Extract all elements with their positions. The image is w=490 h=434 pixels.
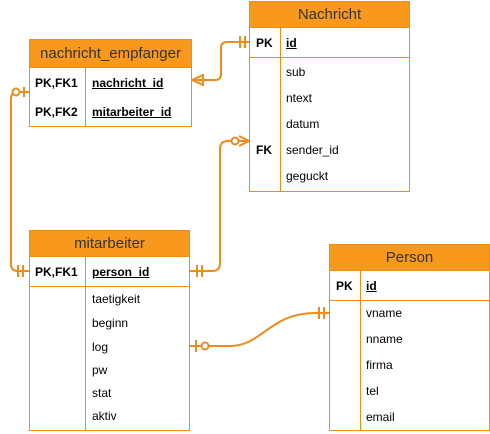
- key-label: FK: [256, 143, 272, 157]
- field-pw: pw: [92, 363, 108, 377]
- entity-title: mitarbeiter: [30, 231, 189, 257]
- entity-title: Person: [330, 245, 489, 271]
- key-label: PK: [256, 36, 273, 50]
- field-datum: datum: [286, 117, 320, 131]
- key-label: PK,FK1: [35, 76, 78, 90]
- field-ntext: ntext: [286, 91, 313, 105]
- field-person-id: person_id: [92, 265, 150, 279]
- field-email: email: [366, 410, 395, 424]
- field-sub: sub: [286, 65, 306, 79]
- key-label: PK: [336, 279, 353, 293]
- relationship-empfanger-mitarbeiter[interactable]: [10, 87, 29, 277]
- relationship-empfanger-nachricht[interactable]: [191, 36, 249, 86]
- field-tel: tel: [366, 384, 379, 398]
- entity-title: nachricht_empfanger: [30, 40, 191, 68]
- field-id: id: [366, 279, 377, 293]
- field-id: id: [286, 36, 297, 50]
- field-nname: nname: [366, 332, 403, 346]
- field-taetigkeit: taetigkeit: [92, 292, 141, 306]
- field-mitarbeiter-id: mitarbeiter_id: [92, 105, 172, 119]
- field-firma: firma: [366, 358, 393, 372]
- entity-nachricht[interactable]: Nachricht PK id sub ntext datum FK sende…: [249, 1, 410, 192]
- field-nachricht-id: nachricht_id: [92, 76, 164, 90]
- field-aktiv: aktiv: [92, 409, 117, 423]
- field-log: log: [92, 340, 109, 354]
- key-label: PK,FK1: [35, 265, 78, 279]
- field-sender-id: sender_id: [286, 143, 339, 157]
- relationship-nachricht-mitarbeiter[interactable]: [190, 135, 250, 277]
- field-stat: stat: [92, 386, 112, 400]
- entity-nachricht-empfanger[interactable]: nachricht_empfanger PK,FK1 nachricht_id …: [29, 39, 192, 127]
- key-label: PK,FK2: [35, 105, 78, 119]
- entity-person[interactable]: Person PK id vname nname firma tel email: [329, 244, 490, 431]
- field-geguckt: geguckt: [286, 169, 329, 183]
- field-vname: vname: [366, 306, 403, 320]
- entity-title: Nachricht: [250, 2, 409, 28]
- relationship-mitarbeiter-person[interactable]: [190, 307, 329, 352]
- field-beginn: beginn: [92, 316, 129, 330]
- entity-mitarbeiter[interactable]: mitarbeiter PK,FK1 person_id taetigkeit …: [29, 230, 190, 431]
